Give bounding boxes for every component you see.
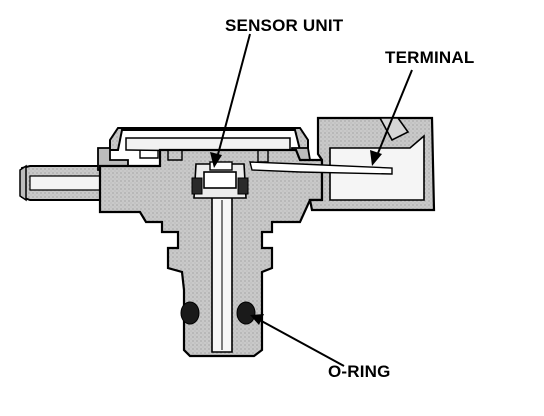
nipple-barb [19,164,27,202]
terminal-leader [375,69,413,159]
cavity-step-left [139,150,159,159]
cavity-step-mid [167,150,183,161]
o-ring-label: O-RING [328,362,391,381]
left-clamp [97,147,129,171]
sensor-unit-label: SENSOR UNIT [225,16,344,35]
sensor-mount-right [237,177,249,195]
terminal-label: TERMINAL [385,48,475,67]
o-ring-leader [255,317,345,367]
sensor-diaphragm [209,161,233,171]
terminal-pin [249,161,393,175]
o-ring-right [236,301,256,325]
sensor-mount-left [191,177,203,195]
o-ring-arrowhead [250,314,264,325]
sensor-unit-arrowhead [210,152,222,168]
o-ring-left [180,301,200,325]
sensor-unit-leader [215,33,251,163]
sensor-element [203,171,237,189]
terminal-arrowhead [370,150,382,166]
